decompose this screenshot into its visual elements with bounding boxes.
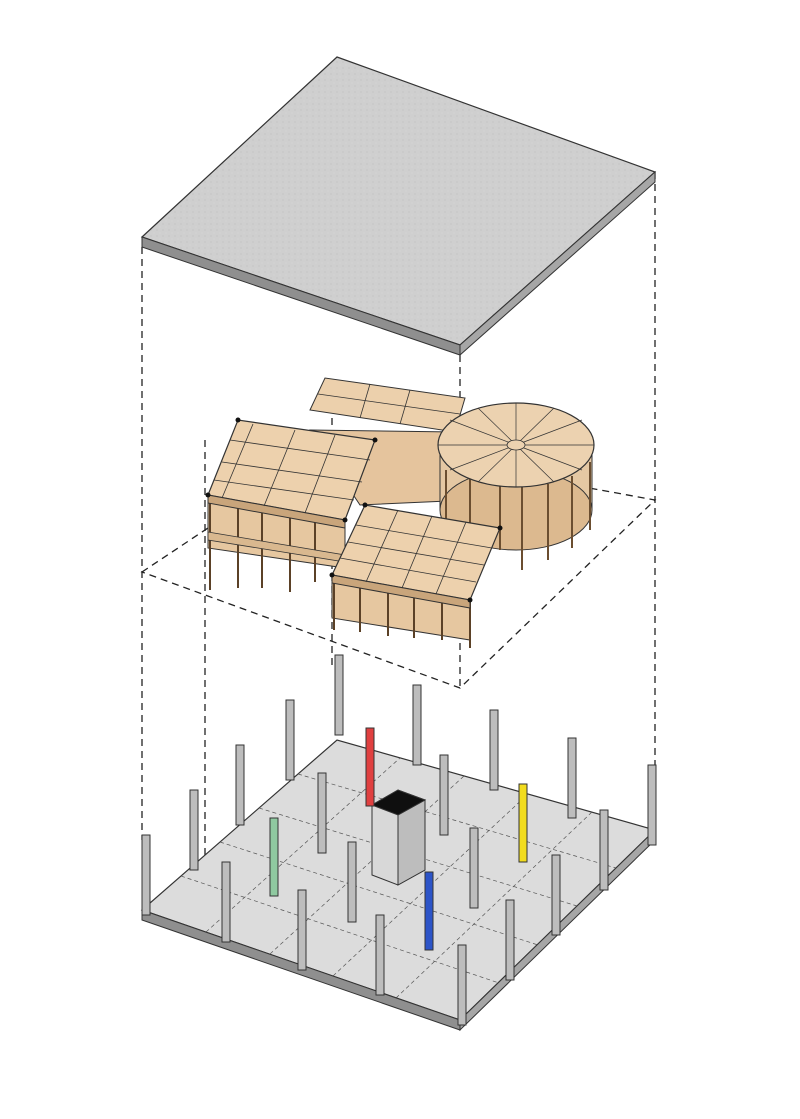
green-column (269, 817, 279, 897)
red-column (365, 727, 375, 807)
square-block-front (329, 502, 503, 648)
timber-frame-layer (205, 377, 595, 648)
colored-columns (269, 727, 528, 951)
blue-column (424, 871, 434, 951)
square-block-left (205, 417, 378, 592)
service-core (370, 789, 427, 886)
yellow-column (518, 783, 528, 863)
roof-slab (140, 56, 657, 357)
grey-columns (141, 654, 657, 1026)
square-block-back (309, 377, 466, 433)
